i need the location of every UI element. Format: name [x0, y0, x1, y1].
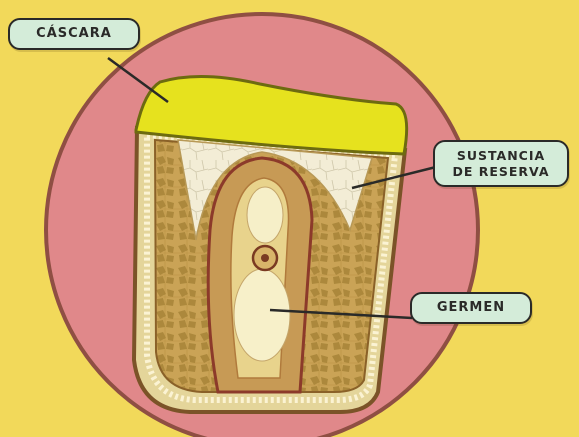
radicle [234, 269, 290, 361]
label-cascara-text: CÁSCARA [36, 26, 112, 41]
label-germen-text: GERMEN [437, 300, 505, 315]
label-sustancia-de-reserva: SUSTANCIA DE RESERVA [433, 140, 569, 187]
label-sustancia-line2: DE RESERVA [445, 164, 557, 180]
label-sustancia-line1: SUSTANCIA [445, 148, 557, 164]
label-cascara: CÁSCARA [8, 18, 140, 50]
germ-node-center [261, 254, 269, 262]
label-germen: GERMEN [410, 292, 532, 324]
plumule [247, 187, 283, 243]
